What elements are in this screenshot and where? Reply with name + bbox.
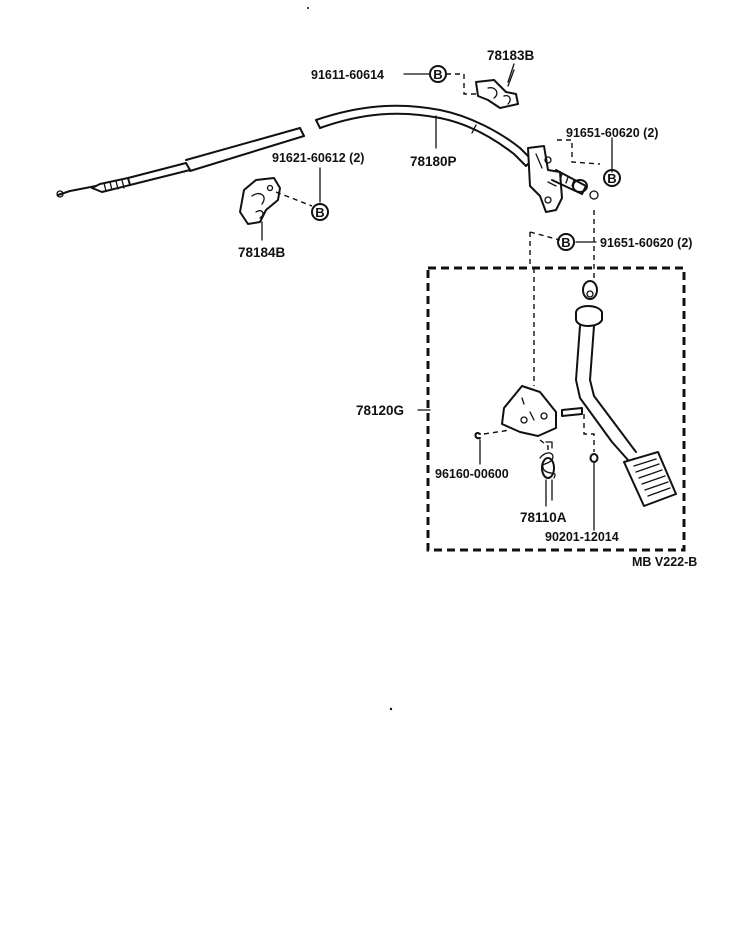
- cable-bracket: [527, 145, 599, 213]
- assembly-boundary-78120g: [426, 266, 686, 552]
- svg-text:B: B: [315, 205, 324, 220]
- label-78184b: 78184B: [238, 245, 286, 260]
- label-91611-60614: 91611-60614: [311, 68, 384, 82]
- label-78120g: 78120G: [356, 403, 404, 418]
- pedal-bracket: [501, 385, 557, 437]
- svg-text:B: B: [607, 171, 616, 186]
- label-96160-00600: 96160-00600: [435, 467, 509, 481]
- label-78183b: 78183B: [487, 48, 535, 63]
- bolt-marker-4: B: [557, 233, 575, 251]
- bracket-78184b: [239, 177, 281, 241]
- nut-90201: [589, 453, 599, 463]
- label-78180p: 78180P: [410, 154, 457, 169]
- svg-text:B: B: [433, 67, 442, 82]
- speck-bottom: [389, 707, 393, 711]
- svg-text:B: B: [561, 235, 570, 250]
- label-78110a: 78110A: [520, 510, 567, 525]
- label-90201-12014: 90201-12014: [545, 530, 619, 544]
- accelerator-pedal: [561, 280, 677, 507]
- bolt-marker-3: B: [311, 203, 329, 221]
- return-spring: [539, 452, 556, 501]
- label-91651-60620-top: 91651-60620 (2): [566, 126, 658, 140]
- speck-top: [307, 7, 309, 9]
- label-91651-60620-mid: 91651-60620 (2): [600, 236, 692, 250]
- bolt-marker-1: B: [429, 65, 447, 83]
- dashed-leaders: [275, 73, 601, 452]
- bolt-marker-2: B: [603, 169, 621, 187]
- diagram-code: MB V222-B: [632, 555, 697, 569]
- clip-78183b: [475, 69, 519, 109]
- accelerator-cable: [56, 104, 533, 198]
- e-ring: [474, 432, 481, 440]
- solid-leaders: [319, 63, 613, 531]
- bolt-pedal: [545, 441, 553, 449]
- label-91621-60612: 91621-60612 (2): [272, 151, 364, 165]
